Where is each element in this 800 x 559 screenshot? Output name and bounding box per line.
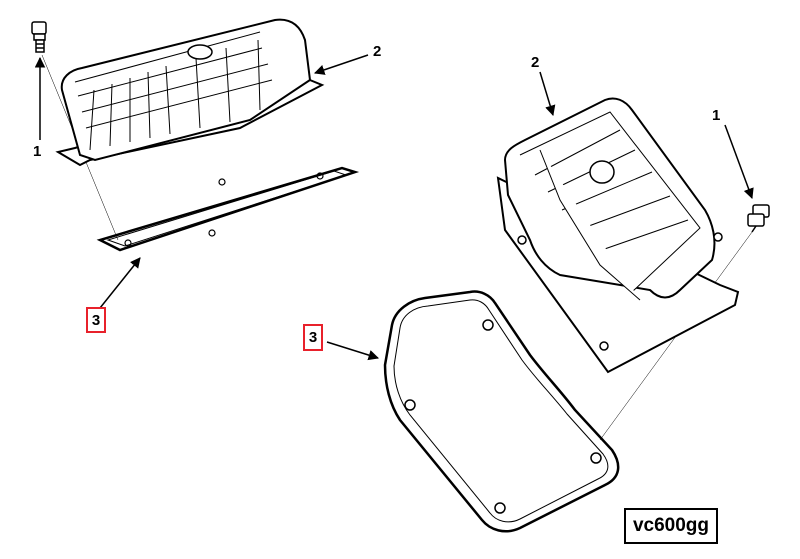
- left-bolt-part: [31, 21, 47, 53]
- right-gasket-part: [383, 290, 620, 533]
- left-gasket-callout-box: 3: [86, 307, 106, 333]
- left-bolt-callout: 1: [33, 143, 41, 160]
- right-pan-arrow: [539, 71, 556, 117]
- right-gasket-arrow: [326, 341, 380, 361]
- left-oil-pan-part: [55, 18, 325, 167]
- left-gasket-arrow: [99, 257, 141, 309]
- right-gasket-callout-box: 3: [303, 324, 323, 351]
- left-gasket-part: [96, 166, 360, 252]
- reference-code-label: vc600gg: [624, 508, 718, 544]
- right-bolt-callout: 1: [712, 107, 720, 124]
- right-bolt-part: [747, 204, 770, 233]
- right-oil-pan-part: [496, 97, 740, 374]
- left-pan-callout: 2: [373, 43, 381, 60]
- right-bolt-arrow: [724, 124, 754, 199]
- left-pan-arrow: [314, 54, 369, 75]
- right-pan-callout: 2: [531, 54, 539, 71]
